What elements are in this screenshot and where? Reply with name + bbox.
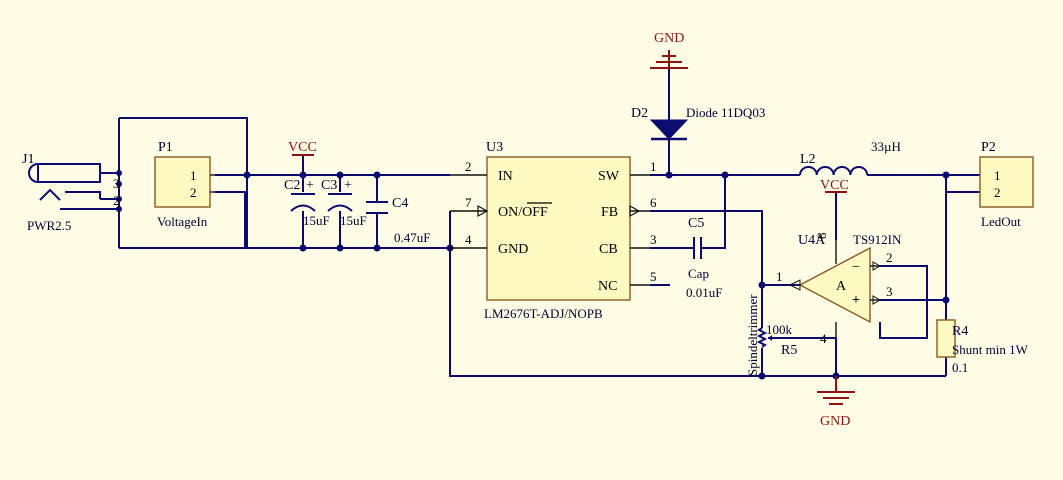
c3-designator: C3 [321, 178, 337, 193]
c4-designator: C4 [392, 196, 408, 211]
u3-pin-name: NC [598, 279, 617, 294]
gnd-power-port-top: GND [650, 31, 688, 69]
inductor-coil-icon [799, 166, 869, 176]
p2-designator: P2 [981, 140, 996, 155]
c3-value: 15uF [340, 213, 367, 228]
output-arrow-icon [788, 279, 801, 291]
inductor-l2[interactable]: L2 33µH [799, 139, 901, 176]
r4-body [936, 319, 956, 358]
opamp-u4a[interactable]: U4A TS912IN 8 A − + 1 2 3 4 [776, 232, 902, 346]
p2-body [979, 156, 1034, 208]
r4-designator: R4 [952, 324, 968, 339]
p2-pin-label: 2 [994, 185, 1001, 200]
u4a-pin-number: 4 [820, 331, 827, 346]
u4a-unit: A [836, 279, 847, 294]
diode-d2[interactable]: D2 Diode 11DQ03 [631, 105, 765, 141]
capacitor-c4[interactable]: C4 0.47uF [366, 196, 430, 245]
r4-value-2: 0.1 [952, 360, 968, 375]
vcc-power-port: VCC [820, 178, 849, 193]
j1-pin-label: 3 [113, 176, 120, 191]
trimmer-r5[interactable]: Spindeltrimmer 100k R5 [745, 294, 797, 376]
p2-pin-label: 1 [994, 168, 1001, 183]
polarity-plus-icon: + [306, 178, 314, 193]
u3-pin-name: IN [498, 169, 513, 184]
p1-body [154, 156, 211, 208]
u4a-value: TS912IN [853, 232, 902, 247]
r5-footprint: Spindeltrimmer [745, 294, 760, 376]
gnd-label: GND [820, 414, 850, 429]
junctions [116, 170, 950, 380]
u3-pin-name: CB [599, 242, 618, 257]
j1-designator: J1 [22, 152, 34, 167]
plus-sign-icon: + [852, 293, 860, 308]
connector-p2[interactable]: P2 1 2 LedOut [979, 140, 1034, 229]
u4a-pin-number: 2 [886, 250, 893, 265]
ic-u3[interactable]: U3 2 7 4 1 6 3 5 IN ON/OFF GND SW FB CB … [450, 140, 657, 321]
r5-designator: R5 [781, 343, 797, 358]
u4a-designator: U4A [798, 233, 826, 248]
wiper-arrow-icon [768, 335, 772, 341]
u3-pin-number: 7 [465, 195, 472, 210]
c2-designator: C2 [284, 178, 300, 193]
u3-pin-number: 3 [650, 232, 657, 247]
gnd-label: GND [654, 31, 684, 46]
u3-pin-name: SW [598, 169, 620, 184]
resistor-r4[interactable]: R4 Shunt min 1W 0.1 [936, 319, 1029, 375]
input-arrow-icon [872, 295, 882, 305]
d2-designator: D2 [631, 106, 648, 121]
connector-p1[interactable]: P1 1 2 VoltageIn [154, 140, 215, 229]
wires [118, 68, 980, 390]
minus-sign-icon: − [852, 260, 860, 275]
u3-pin-name: ON/OFF [498, 205, 548, 220]
u3-designator: U3 [486, 140, 503, 155]
r5-value: 100k [766, 322, 793, 337]
connector-j1[interactable]: J1 3 2 PWR2.5 [22, 152, 120, 233]
resistor-zigzag-icon [756, 327, 768, 348]
c5-value-2: 0.01uF [686, 285, 722, 300]
jack-barrel-icon [37, 163, 101, 183]
u4a-pin-number: 3 [886, 284, 893, 299]
vcc-power-port: VCC [288, 140, 317, 156]
r4-value: Shunt min 1W [952, 342, 1029, 357]
j1-value: PWR2.5 [27, 218, 71, 233]
opamp-triangle-icon [798, 246, 871, 324]
polarity-plus-icon: + [344, 178, 352, 193]
c4-value: 0.47uF [394, 230, 430, 245]
u3-pin-number: 4 [465, 232, 472, 247]
input-arrow-icon [629, 204, 641, 218]
p1-value: VoltageIn [157, 214, 208, 229]
c5-value: Cap [688, 266, 709, 281]
d2-value: Diode 11DQ03 [686, 105, 765, 120]
u3-value: LM2676T-ADJ/NOPB [484, 306, 603, 321]
u3-pin-number: 6 [650, 195, 657, 210]
input-arrow-icon [477, 204, 489, 218]
l2-value: 33µH [871, 139, 901, 154]
capacitor-c5[interactable]: C5 Cap 0.01uF [686, 216, 722, 300]
u3-pin-name: GND [498, 242, 528, 257]
p1-pin-label: 1 [190, 168, 197, 183]
p1-designator: P1 [158, 140, 173, 155]
j1-pin-label: 2 [113, 193, 120, 208]
diode-icon [649, 119, 689, 140]
vcc-label: VCC [820, 178, 849, 193]
c2-value: 15uF [303, 213, 330, 228]
u3-body [486, 156, 631, 301]
u3-pin-number: 2 [465, 159, 472, 174]
input-arrow-icon [872, 261, 882, 271]
p1-pin-label: 2 [190, 185, 197, 200]
gnd-power-port-bottom: GND [817, 376, 855, 429]
u4a-pin-number: 8 [814, 233, 829, 240]
u3-pin-number: 5 [650, 269, 657, 284]
u3-pin-number: 1 [650, 159, 657, 174]
capacitor-c2[interactable]: C2 + 15uF [284, 178, 330, 228]
vcc-label: VCC [288, 140, 317, 155]
u4a-pin-number: 1 [776, 269, 783, 284]
c5-designator: C5 [688, 216, 704, 231]
l2-designator: L2 [800, 152, 816, 167]
p2-value: LedOut [981, 214, 1021, 229]
capacitor-c3[interactable]: C3 + 15uF [321, 178, 367, 228]
u3-pin-name: FB [601, 205, 618, 220]
